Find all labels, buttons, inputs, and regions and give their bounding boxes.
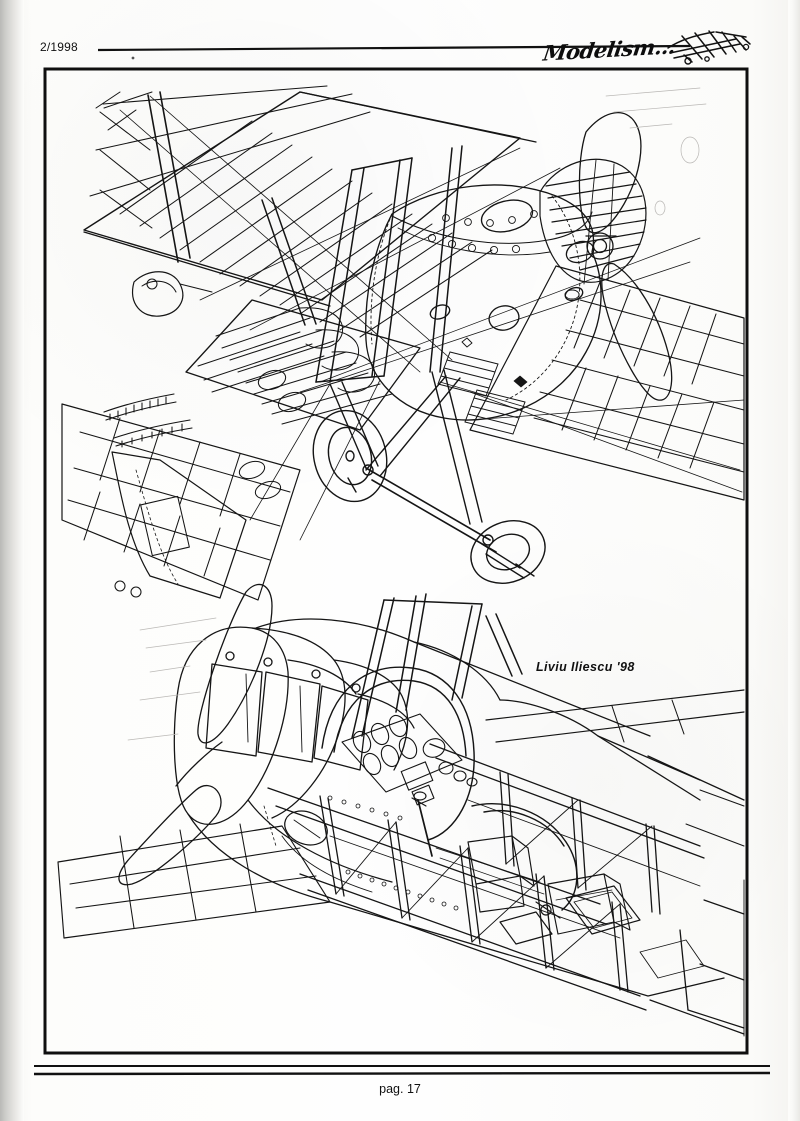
- artist-signature: Liviu Iliescu '98: [536, 660, 635, 674]
- rigging-wires: [119, 95, 745, 541]
- lower-wing-right: [469, 265, 745, 501]
- upper-figure-group: [61, 85, 745, 601]
- fuselage-framework: [267, 743, 705, 1011]
- cowl-body: [365, 184, 602, 435]
- header-rule: [97, 44, 691, 52]
- content-frame: [43, 67, 749, 1055]
- interplane-struts: [261, 145, 463, 383]
- lower-wing-stubs: [57, 689, 745, 939]
- landing-gear: [312, 369, 546, 584]
- scan-ghost-marks: [605, 87, 707, 216]
- lower-scan-ghost: [127, 617, 217, 741]
- biplane-sketch-icon: [667, 30, 751, 65]
- perforated-rib-detail: [327, 795, 459, 911]
- fuselage-topline: [255, 618, 745, 801]
- scan-speck: [131, 56, 135, 60]
- footer-rule-lower: [33, 1071, 771, 1076]
- engine-block: [185, 299, 421, 500]
- page-number: pag. 17: [379, 1082, 421, 1096]
- wingtip-struts: [99, 91, 191, 263]
- lower-cabane-struts: [351, 593, 523, 739]
- masthead: Modelism...: [542, 24, 754, 68]
- issue-number: 2/1998: [40, 40, 78, 54]
- propeller: [565, 112, 673, 401]
- lower-wing-left: [61, 403, 301, 601]
- nose-scoop: [132, 271, 213, 317]
- engine-cowl-rings: [173, 626, 415, 825]
- lower-figure-group: [57, 583, 745, 1037]
- tail-framework: [649, 879, 745, 1037]
